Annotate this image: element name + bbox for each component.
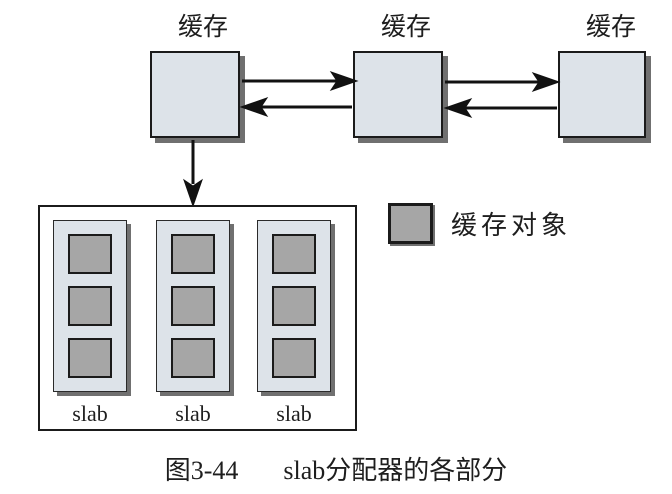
slab-label-2: slab — [175, 401, 211, 426]
slab-panel: slab slab slab — [38, 205, 357, 431]
cache-object — [272, 286, 316, 326]
cache-box-1 — [150, 51, 240, 138]
figure-title: slab分配器的各部分 — [283, 456, 508, 485]
cache-label-3: 缓存 — [585, 14, 636, 41]
cache-label-1: 缓存 — [177, 14, 228, 41]
legend-label: 缓存对象 — [451, 211, 572, 240]
slab-label-1: slab — [72, 401, 108, 426]
cache-object — [68, 234, 112, 274]
cache-object — [272, 234, 316, 274]
cache-box-2 — [353, 51, 443, 138]
arrow-down-icon — [183, 140, 203, 208]
arrow-right-icon — [445, 72, 561, 92]
figure-caption: 图3-44 slab分配器的各部分 — [0, 450, 672, 487]
arrow-left-icon — [239, 97, 352, 117]
cache-object — [272, 338, 316, 378]
cache-object-swatch — [388, 203, 433, 244]
cache-label-2: 缓存 — [380, 14, 431, 41]
slab-3 — [257, 220, 331, 392]
cache-object — [171, 234, 215, 274]
cache-object — [171, 286, 215, 326]
cache-box-3 — [558, 51, 646, 138]
slab-1 — [53, 220, 127, 392]
cache-object — [68, 338, 112, 378]
legend: 缓存对象 — [388, 203, 571, 244]
slab-group-1: slab — [53, 220, 127, 427]
figure-number: 图3-44 — [164, 456, 239, 485]
cache-object — [171, 338, 215, 378]
arrow-right-icon — [242, 71, 359, 91]
slab-2 — [156, 220, 230, 392]
arrow-left-icon — [443, 98, 557, 118]
slab-group-2: slab — [156, 220, 230, 427]
slab-group-3: slab — [257, 220, 331, 427]
slab-label-3: slab — [276, 401, 312, 426]
cache-object — [68, 286, 112, 326]
